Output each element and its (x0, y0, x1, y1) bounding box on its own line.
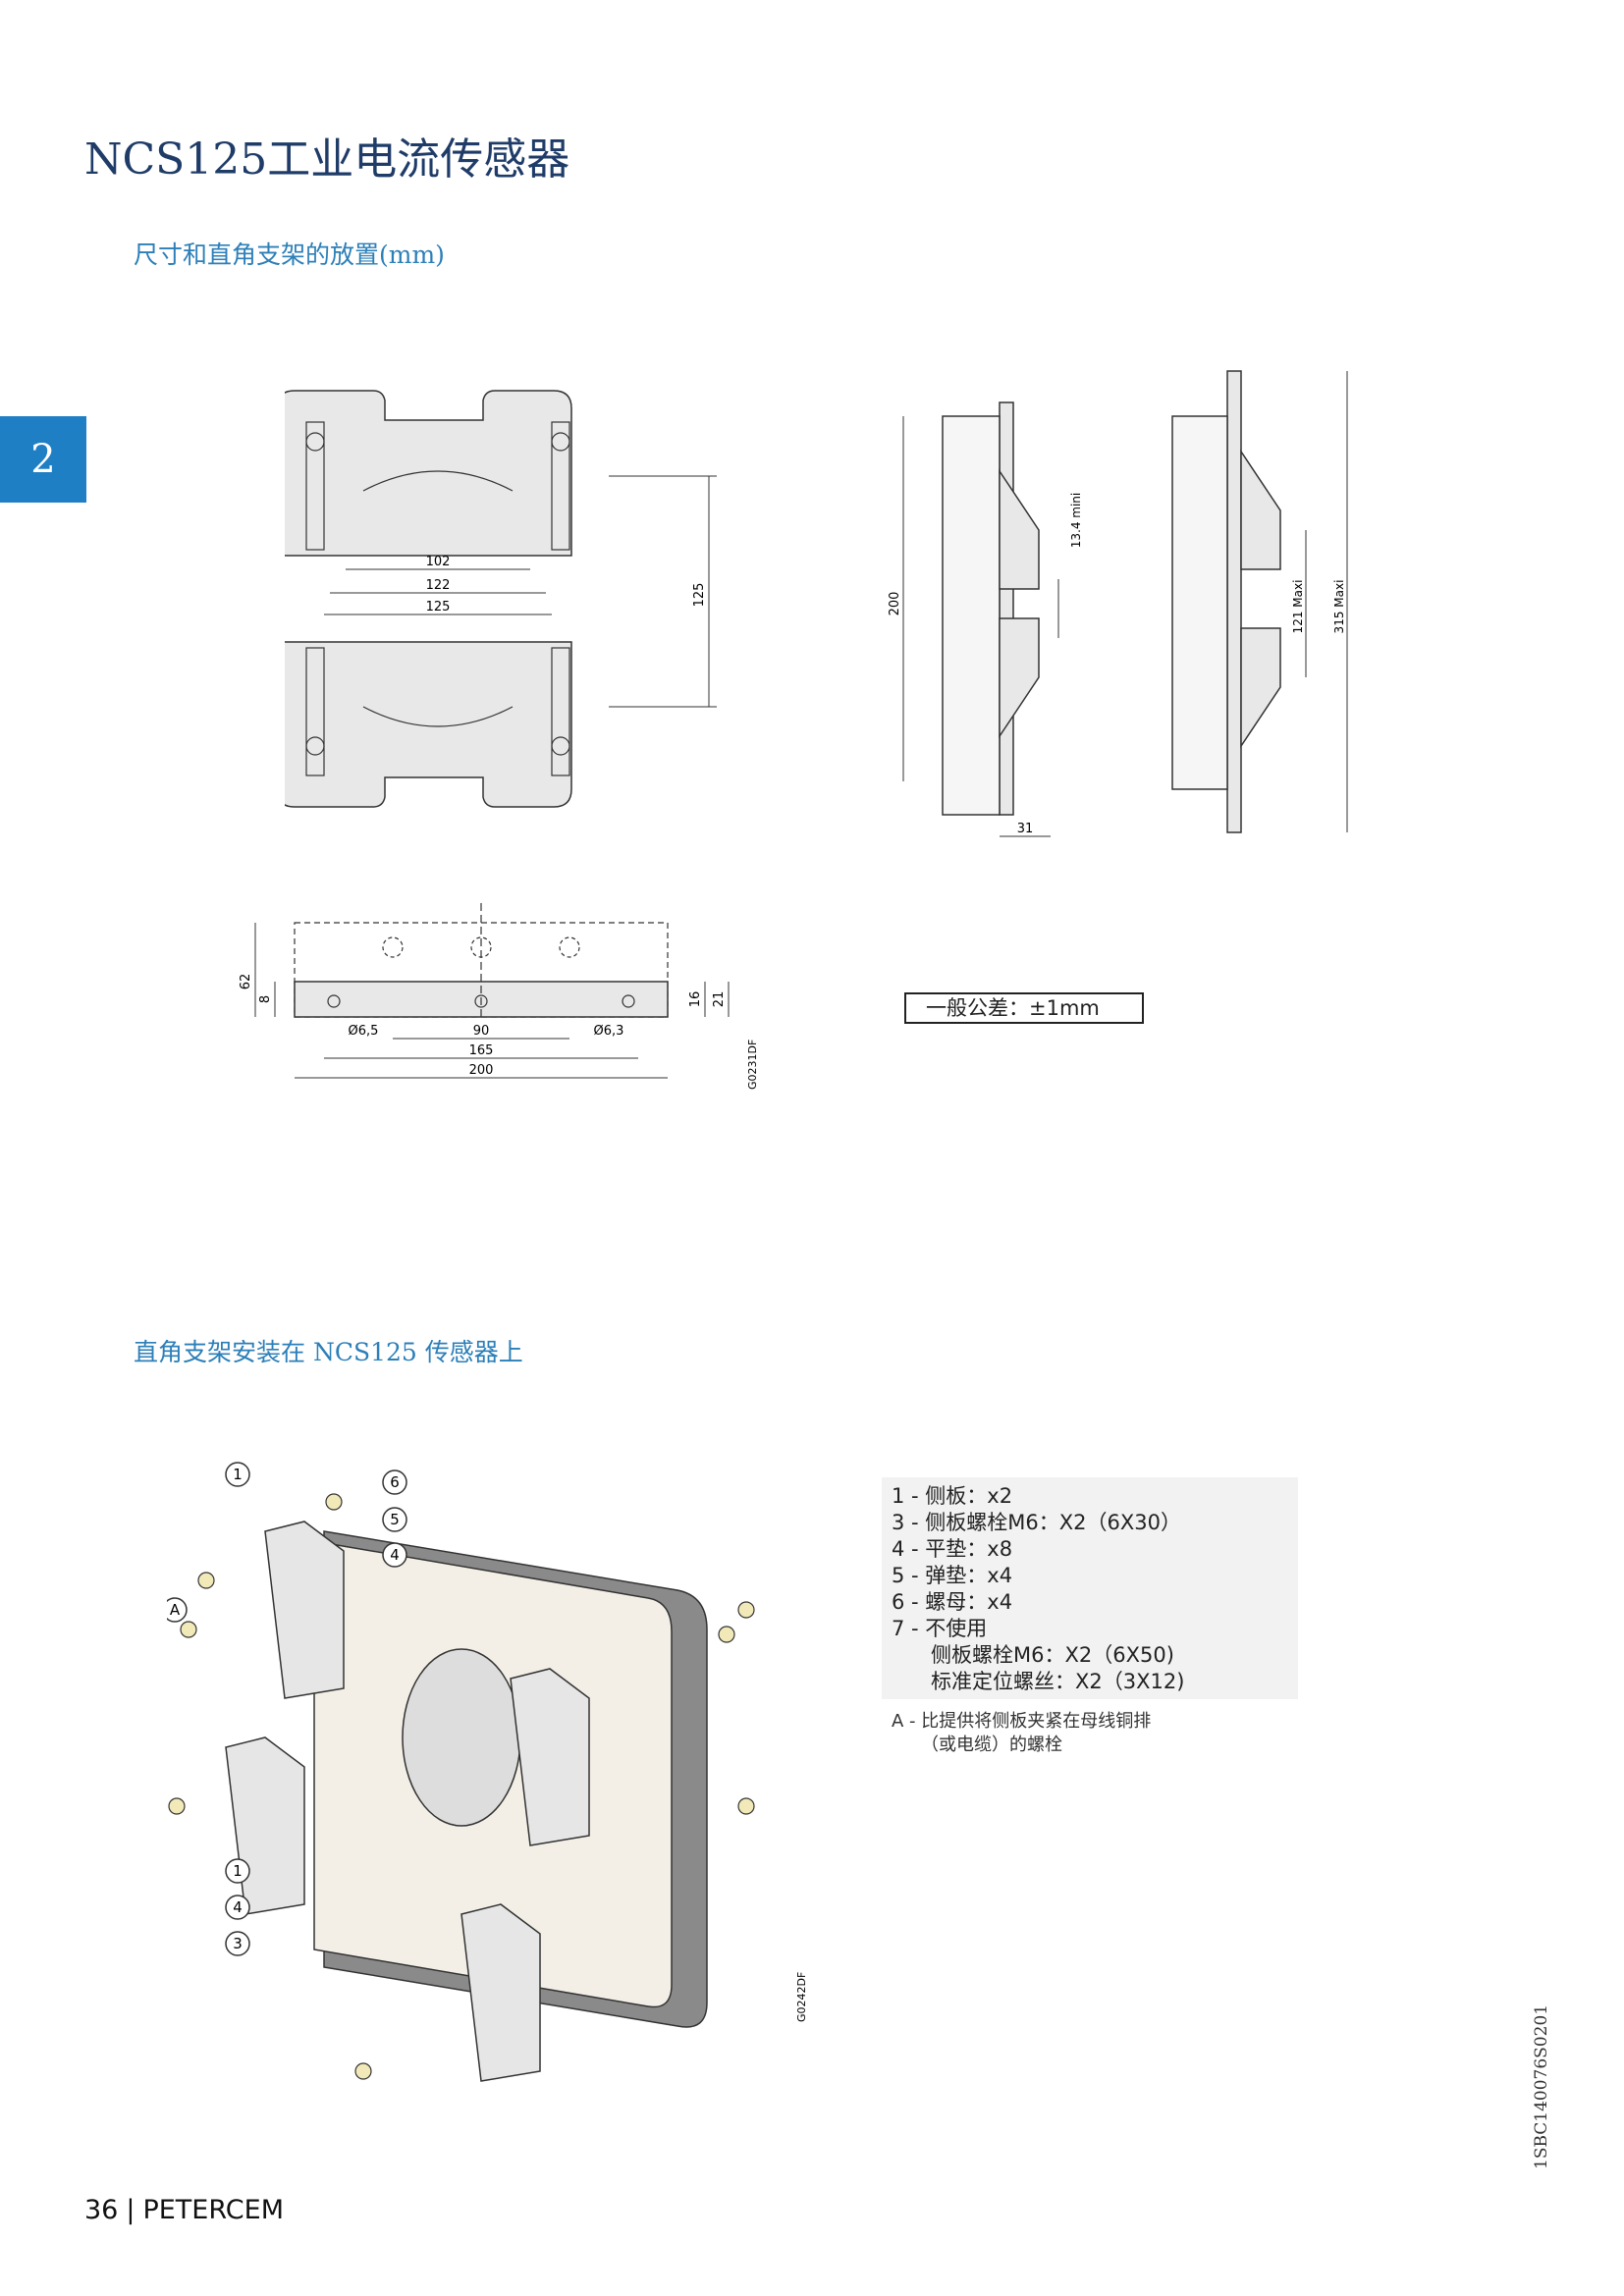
parts-item: 5 - 弹垫：x4 (892, 1564, 1013, 1587)
bolt-head (197, 1572, 215, 1589)
bolt-head (354, 2062, 372, 2080)
bolt-head (168, 1797, 186, 1815)
callout-a: A (170, 1601, 181, 1619)
exploded-assembly-drawing: 1 6 5 4 A 1 4 3 G0242DF (167, 1462, 808, 2082)
washer (718, 1626, 735, 1643)
hole (551, 736, 570, 756)
dim-125: 125 (426, 600, 451, 614)
drawing-ref-1: G0231DF (746, 1040, 759, 1090)
section-heading-mounting: 直角支架安装在 NCS125 传感器上 (134, 1338, 523, 1366)
dim-21: 21 (712, 991, 727, 1008)
bracket-upper (285, 390, 572, 557)
top-view-drawing: 102 122 125 125 (285, 390, 717, 808)
dim-200-side: 200 (888, 592, 902, 616)
dim-102: 102 (426, 555, 451, 569)
parts-item: 4 - 平垫：x8 (892, 1537, 1013, 1561)
document-code: 1SBC140076S0201 (1532, 2003, 1551, 2169)
bracket-lower (285, 641, 572, 808)
page-title: NCS125工业电流传感器 (84, 134, 570, 185)
callout-6: 6 (390, 1473, 400, 1491)
slot-left-lower (305, 647, 325, 776)
section-heading-dimensions: 尺寸和直角支架的放置(mm) (134, 240, 445, 269)
note-line: A - 比提供将侧板夹紧在母线铜排 (892, 1711, 1152, 1732)
callout-5: 5 (390, 1511, 400, 1528)
dim-90: 90 (473, 1024, 490, 1039)
callout-1-bottom: 1 (233, 1862, 243, 1880)
slot-right-upper (551, 421, 570, 551)
plate-2 (1226, 370, 1242, 833)
nut (737, 1601, 755, 1619)
nut (737, 1797, 755, 1815)
note-line: （或电缆）的螺栓 (921, 1735, 1062, 1755)
parts-list: 1 - 侧板：x2 3 - 侧板螺栓M6：X2（6X30） 4 - 平垫：x8 … (882, 1477, 1298, 1699)
dim-134-mini: 13,4 mini (1069, 493, 1080, 549)
bottom-view-drawing: 62 8 16 21 Ø6,5 90 Ø6,3 165 200 G0231DF (239, 903, 759, 1090)
dim-125-vertical: 125 (692, 583, 707, 608)
footer: 36|PETERCEM (84, 2195, 284, 2225)
dim-121-maxi: 121 Maxi (1291, 580, 1305, 634)
dim-31: 31 (1017, 822, 1034, 836)
tolerance-box: 一般公差：±1mm (904, 992, 1144, 1024)
side-view-1: 200 13,4 mini 31 (888, 401, 1080, 837)
nut (325, 1493, 343, 1511)
slot-left-upper (305, 421, 325, 551)
dim-165: 165 (469, 1043, 494, 1058)
parts-item: 7 - 不使用 (892, 1617, 988, 1640)
parts-item: 6 - 螺母：x4 (892, 1590, 1013, 1614)
sensor-aperture (402, 1648, 521, 1827)
page-number: 36 (84, 2195, 119, 2225)
side-plate-upper-right (510, 1668, 590, 1846)
bracket-side-lower (999, 617, 1040, 739)
nut (180, 1621, 197, 1638)
dim-200-bottom: 200 (469, 1063, 494, 1078)
dim-63: Ø6,3 (594, 1024, 624, 1039)
side-plate-upper-left (264, 1521, 345, 1699)
dim-315-maxi: 315 Maxi (1332, 580, 1346, 634)
dim-65: Ø6,5 (349, 1024, 379, 1039)
note-a: A - 比提供将侧板夹紧在母线铜排 （或电缆）的螺栓 (892, 1710, 1245, 1757)
hole (551, 432, 570, 452)
drawing-ref-2: G0242DF (795, 1972, 808, 2022)
callout-1-top: 1 (233, 1466, 243, 1483)
dim-122: 122 (426, 578, 451, 593)
dim-62: 62 (239, 974, 253, 990)
callout-4-top: 4 (390, 1546, 400, 1564)
side-plate-lower-right (460, 1903, 541, 2082)
bracket-side-upper (999, 468, 1040, 590)
slot-right-lower (551, 647, 570, 776)
callout-3: 3 (233, 1935, 243, 1952)
footer-brand: PETERCEM (142, 2195, 284, 2225)
dim-8: 8 (258, 995, 273, 1003)
parts-item: 3 - 侧板螺栓M6：X2（6X30） (892, 1511, 1181, 1534)
hole (305, 432, 325, 452)
parts-item: 1 - 侧板：x2 (892, 1484, 1013, 1508)
hole (305, 736, 325, 756)
callout-4-bottom: 4 (233, 1898, 243, 1916)
footer-separator: | (126, 2195, 135, 2225)
side-plate-lower-left (225, 1736, 305, 1915)
plate (999, 401, 1014, 816)
chapter-tab[interactable]: 2 (0, 416, 86, 503)
parts-subitem: 侧板螺栓M6：X2（6X50) (931, 1643, 1174, 1667)
parts-subitem: 标准定位螺丝：X2（3X12) (931, 1670, 1185, 1693)
dim-16: 16 (688, 991, 703, 1008)
side-view-2: 121 Maxi 315 Maxi (1171, 370, 1348, 833)
